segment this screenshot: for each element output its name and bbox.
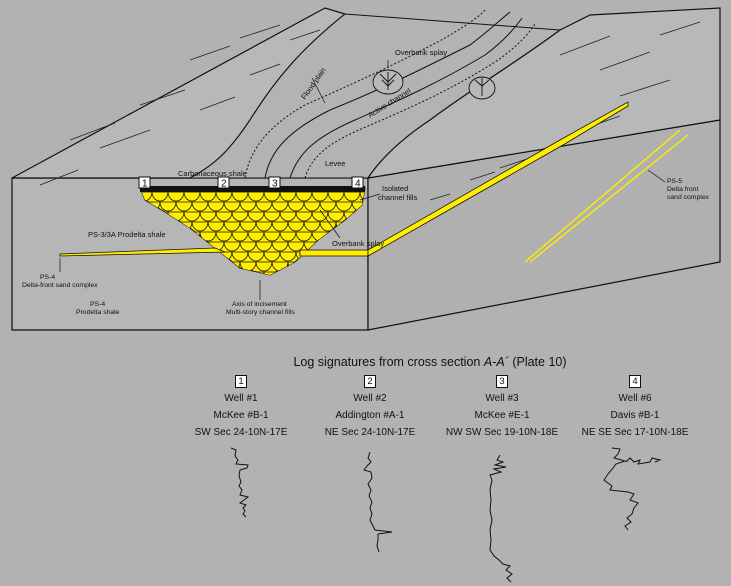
well-number-box: 3 (496, 375, 508, 388)
well-column-2: 2 Well #2 Addington #A-1 NE Sec 24-10N-1… (295, 373, 445, 441)
well-location: SW Sec 24-10N-17E (194, 427, 288, 438)
well-location: NE Sec 24-10N-17E (324, 427, 416, 438)
overbank-splay-shapes (372, 69, 496, 100)
label-ps5: PS-5 (667, 178, 682, 185)
label-sand-complex: sand complex (667, 194, 710, 201)
right-highland-surface (366, 7, 721, 179)
log-trace-well-1 (230, 447, 250, 518)
well-operator: McKee #B-1 (213, 410, 269, 421)
log-trace-well-3 (489, 454, 513, 583)
section-number: 3 (272, 179, 278, 190)
well-name: Well #2 (353, 393, 387, 404)
log-title-section: A-A´ (483, 355, 509, 369)
label-ps4-sand-complex: Delta-front sand complex (22, 282, 98, 289)
label-overbank-splay-top: Overbank splay (395, 48, 447, 57)
carbonaceous-shale-band (140, 186, 365, 192)
label-ps4-sand: PS-4 (40, 274, 55, 281)
well-number-box: 2 (364, 375, 376, 388)
label-levee: Levee (325, 159, 345, 168)
well-location: NE SE Sec 17-10N-18E (581, 427, 689, 438)
section-number-boxes: 1 2 3 4 (138, 176, 364, 190)
well-column-1: 1 Well #1 McKee #B-1 SW Sec 24-10N-17E (166, 373, 316, 441)
well-location: NW SW Sec 19-10N-18E (445, 427, 559, 438)
label-channel-fills: channel fills (378, 193, 417, 202)
well-column-4: 4 Well #6 Davis #B-1 NE SE Sec 17-10N-18… (560, 373, 710, 441)
log-trace-well-4-top (625, 457, 662, 465)
well-name: Well #1 (224, 393, 258, 404)
block-diagram: 1 2 3 4 Overbank splay Flood plain Activ… (11, 7, 721, 331)
label-ps4-shale: PS-4 (90, 301, 105, 308)
label-delta-front: Delta front (667, 186, 698, 193)
well-operator: McKee #E-1 (474, 410, 530, 421)
well-operator: Davis #B-1 (610, 410, 660, 421)
log-title-suffix: (Plate 10) (508, 355, 567, 369)
label-ps3: PS-3/3A Prodelta shale (88, 230, 166, 239)
log-trace-well-2 (363, 451, 393, 553)
log-title-prefix: Log signatures from cross section (293, 355, 484, 369)
well-column-3: 3 Well #3 McKee #E-1 NW SW Sec 19-10N-18… (427, 373, 577, 441)
ps5-sand-line-1 (524, 129, 681, 263)
well-number-box: 4 (629, 375, 641, 388)
section-number: 1 (142, 179, 148, 190)
label-multistory-fills: Multi-story channel fills (226, 309, 295, 316)
log-section-title: Log signatures from cross section A-A´ (… (250, 355, 610, 369)
ps5-sand-line-2 (529, 134, 689, 263)
ps4-sand-right (367, 101, 629, 257)
ps4-sand-left (59, 247, 226, 257)
section-number: 4 (355, 179, 361, 190)
well-name: Well #6 (618, 393, 652, 404)
leader-lines (59, 60, 666, 300)
section-number: 2 (221, 179, 227, 190)
label-overbank-splay-bottom: Overbank splay (332, 239, 384, 248)
well-name: Well #3 (485, 393, 519, 404)
label-carbonaceous-shale: Carbonaceous shale (178, 169, 247, 178)
log-trace-well-4 (603, 447, 639, 531)
label-prodelta-shale: Prodelta shale (76, 309, 120, 316)
well-operator: Addington #A-1 (335, 410, 405, 421)
label-isolated: Isolated (382, 184, 408, 193)
well-number-box: 1 (235, 375, 247, 388)
label-axis-of-incisement: Axis of incisement (232, 301, 287, 308)
